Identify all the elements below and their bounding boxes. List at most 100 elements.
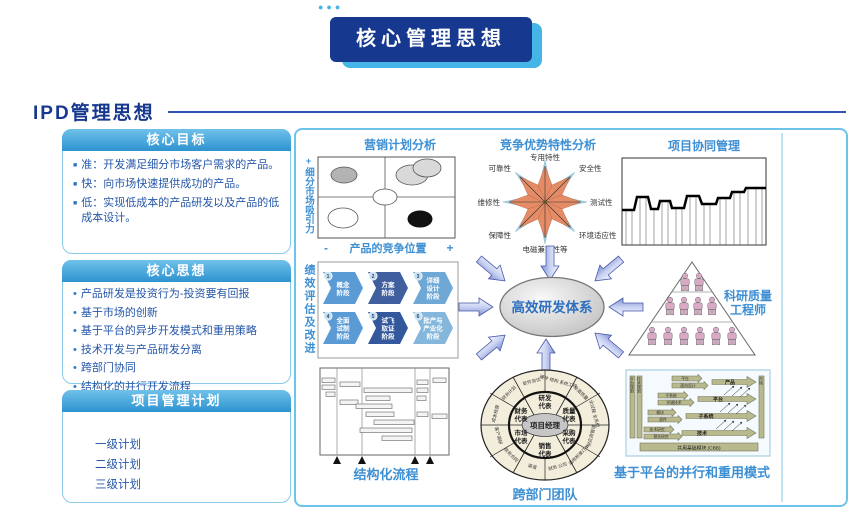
svg-text:研发: 研发: [539, 393, 553, 402]
platform-side-bar-label: 市场: [759, 377, 764, 385]
collab-step-chart: 项目协同管理: [621, 138, 767, 246]
x-axis-plus: +: [446, 241, 453, 255]
svg-text:代表: 代表: [514, 436, 529, 445]
panel-project-plan-title: 项目管理计划: [62, 390, 291, 412]
svg-text:子系统: 子系统: [698, 413, 713, 420]
stage-label: 阶段: [337, 288, 351, 297]
svg-text:子系统: 子系统: [665, 393, 677, 398]
svg-text:市场: 市场: [515, 428, 529, 437]
dot-bullet-icon: •: [73, 288, 77, 300]
stage-label: 试制: [337, 324, 351, 333]
center-label: 高效研发体系: [512, 299, 593, 315]
marketing-title: 营销计划分析: [364, 137, 436, 152]
svg-text:部件: 部件: [659, 417, 667, 422]
dot-bullet-icon: •: [73, 380, 77, 393]
svg-text:代表: 代表: [538, 401, 553, 410]
marketing-matrix-diagram: 营销计划分析 - 产品的竞争位置 +: [317, 137, 456, 255]
list-item: 一级计划: [95, 439, 141, 451]
svg-text:代表: 代表: [562, 414, 577, 423]
dot-bullet-icon: •: [73, 306, 77, 319]
platform-side-bar-label: 技术规划: [637, 377, 642, 393]
star-label-top: 专用特性: [530, 152, 560, 162]
stage-label: 方案: [382, 280, 396, 289]
svg-text:代表: 代表: [562, 436, 577, 445]
gantt-bars: [321, 377, 448, 441]
dots-icon: ●●●: [318, 2, 344, 12]
reuse-arrows: [715, 385, 751, 432]
svg-text:渠道: 渠道: [527, 462, 538, 471]
step-line: [622, 186, 766, 212]
milestone-icons: [333, 456, 434, 464]
main-diagram: 营销计划分析 - 产品的竞争位置 + 竞争优势特性分析: [317, 133, 783, 502]
collab-title: 项目协同管理: [668, 138, 740, 153]
svg-text:销售: 销售: [539, 441, 552, 450]
list-item: ■准：开发满足细分市场客户需求的产品。: [73, 159, 280, 171]
section-divider: [168, 111, 846, 113]
main-diagram-panel: [294, 128, 848, 507]
quality-pyramid-diagram: 科研质量 工程师: [628, 261, 772, 356]
stage-label: 全面: [336, 316, 351, 325]
stage-label: 试飞: [382, 316, 396, 325]
structured-process-diagram: 结构化流程: [319, 367, 450, 482]
inward-arrows: [458, 245, 644, 374]
team-title: 跨部门团队: [512, 487, 578, 502]
stage-number: 4: [327, 314, 330, 320]
stage-label: 阶段: [427, 292, 441, 301]
stage-label: 详细: [427, 276, 441, 285]
structured-title: 结构化流程: [353, 467, 418, 482]
square-bullet-icon: ■: [73, 200, 78, 207]
svg-text:技术: 技术: [697, 430, 707, 437]
panel-core-goals: 核心目标 ■准：开发满足细分市场客户需求的产品。 ■快：向市场快速提供成功的产品…: [62, 129, 291, 254]
stage-number: 6: [417, 314, 420, 320]
star-label-bottom: 电磁兼容性等: [523, 244, 568, 254]
stage-label: 阶段: [382, 332, 396, 341]
stage-label: 概念: [337, 280, 351, 289]
platform-footer: 共用基础模块 (CBB): [677, 445, 721, 452]
list-item: •技术开发与产品研发分离: [73, 343, 202, 356]
page-title: 核心管理思想: [330, 17, 532, 62]
panel-project-plan: 项目管理计划 一级计划 二级计划 三级计划: [62, 390, 291, 503]
list-item: •结构化的并行开发流程: [73, 380, 191, 393]
platform-main-labels: 产品 平台 子系统 技术: [697, 379, 735, 437]
svg-text:代表: 代表: [514, 414, 529, 423]
list-item: •基于市场的创新: [73, 306, 158, 319]
star-label-bottom-right: 环境适应性: [579, 230, 617, 240]
performance-stages-diagram: 1 2 3 4 5 6 概念 阶段 方案 阶段 详细 设计 阶段 全面 试制 阶…: [317, 261, 459, 359]
svg-text:软件测试: 软件测试: [522, 376, 542, 388]
star-icon: [502, 159, 588, 245]
square-bullet-icon: ■: [73, 162, 78, 169]
svg-text:采购: 采购: [563, 428, 577, 437]
step-chart-bars: [625, 188, 763, 245]
svg-text:产品: 产品: [725, 379, 735, 386]
svg-text:平台: 平台: [681, 376, 689, 381]
stage-label: 阶段: [337, 332, 351, 341]
list-item: ■低：实现低成本的产品研发以及产品的低成本设计。: [73, 197, 280, 224]
platform-title: 基于平台的并行和重用模式: [613, 465, 770, 480]
svg-text:财务 公司: 财务 公司: [547, 461, 567, 473]
stage-number: 1: [327, 274, 330, 280]
list-item: •跨部门协同: [73, 362, 136, 375]
svg-text:质量: 质量: [563, 406, 577, 415]
x-axis-minus: -: [324, 241, 328, 255]
list-item: •基于平台的异步开发模式和重用策略: [73, 325, 257, 338]
quality-label-line1: 科研质量: [724, 288, 772, 303]
list-item: 三级计划: [95, 479, 141, 492]
svg-text:面向设计: 面向设计: [680, 383, 695, 388]
stage-label: 阶段: [382, 288, 396, 297]
svg-text:预先研究: 预先研究: [653, 434, 668, 439]
performance-axis-label: 绩效评估及改进: [303, 264, 315, 355]
marketing-y-axis-label: +细分市场吸引力: [303, 156, 314, 234]
stage-number: 2: [372, 274, 375, 280]
star-label-bottom-left: 保障性: [489, 230, 512, 240]
center-system: 高效研发体系: [458, 245, 644, 374]
stage-label: 阶段: [427, 332, 441, 341]
panel-core-thoughts: 核心思想 •产品研发是投资行为-投资要有回报 •基于市场的创新 •基于平台的异步…: [62, 260, 291, 393]
panel-core-thoughts-title: 核心思想: [62, 260, 291, 282]
star-label-right: 测试性: [590, 197, 613, 207]
competitive-title: 竞争优势特性分析: [500, 137, 596, 152]
team-center-label: 项目经理: [530, 420, 560, 430]
dot-bullet-icon: •: [73, 362, 77, 375]
